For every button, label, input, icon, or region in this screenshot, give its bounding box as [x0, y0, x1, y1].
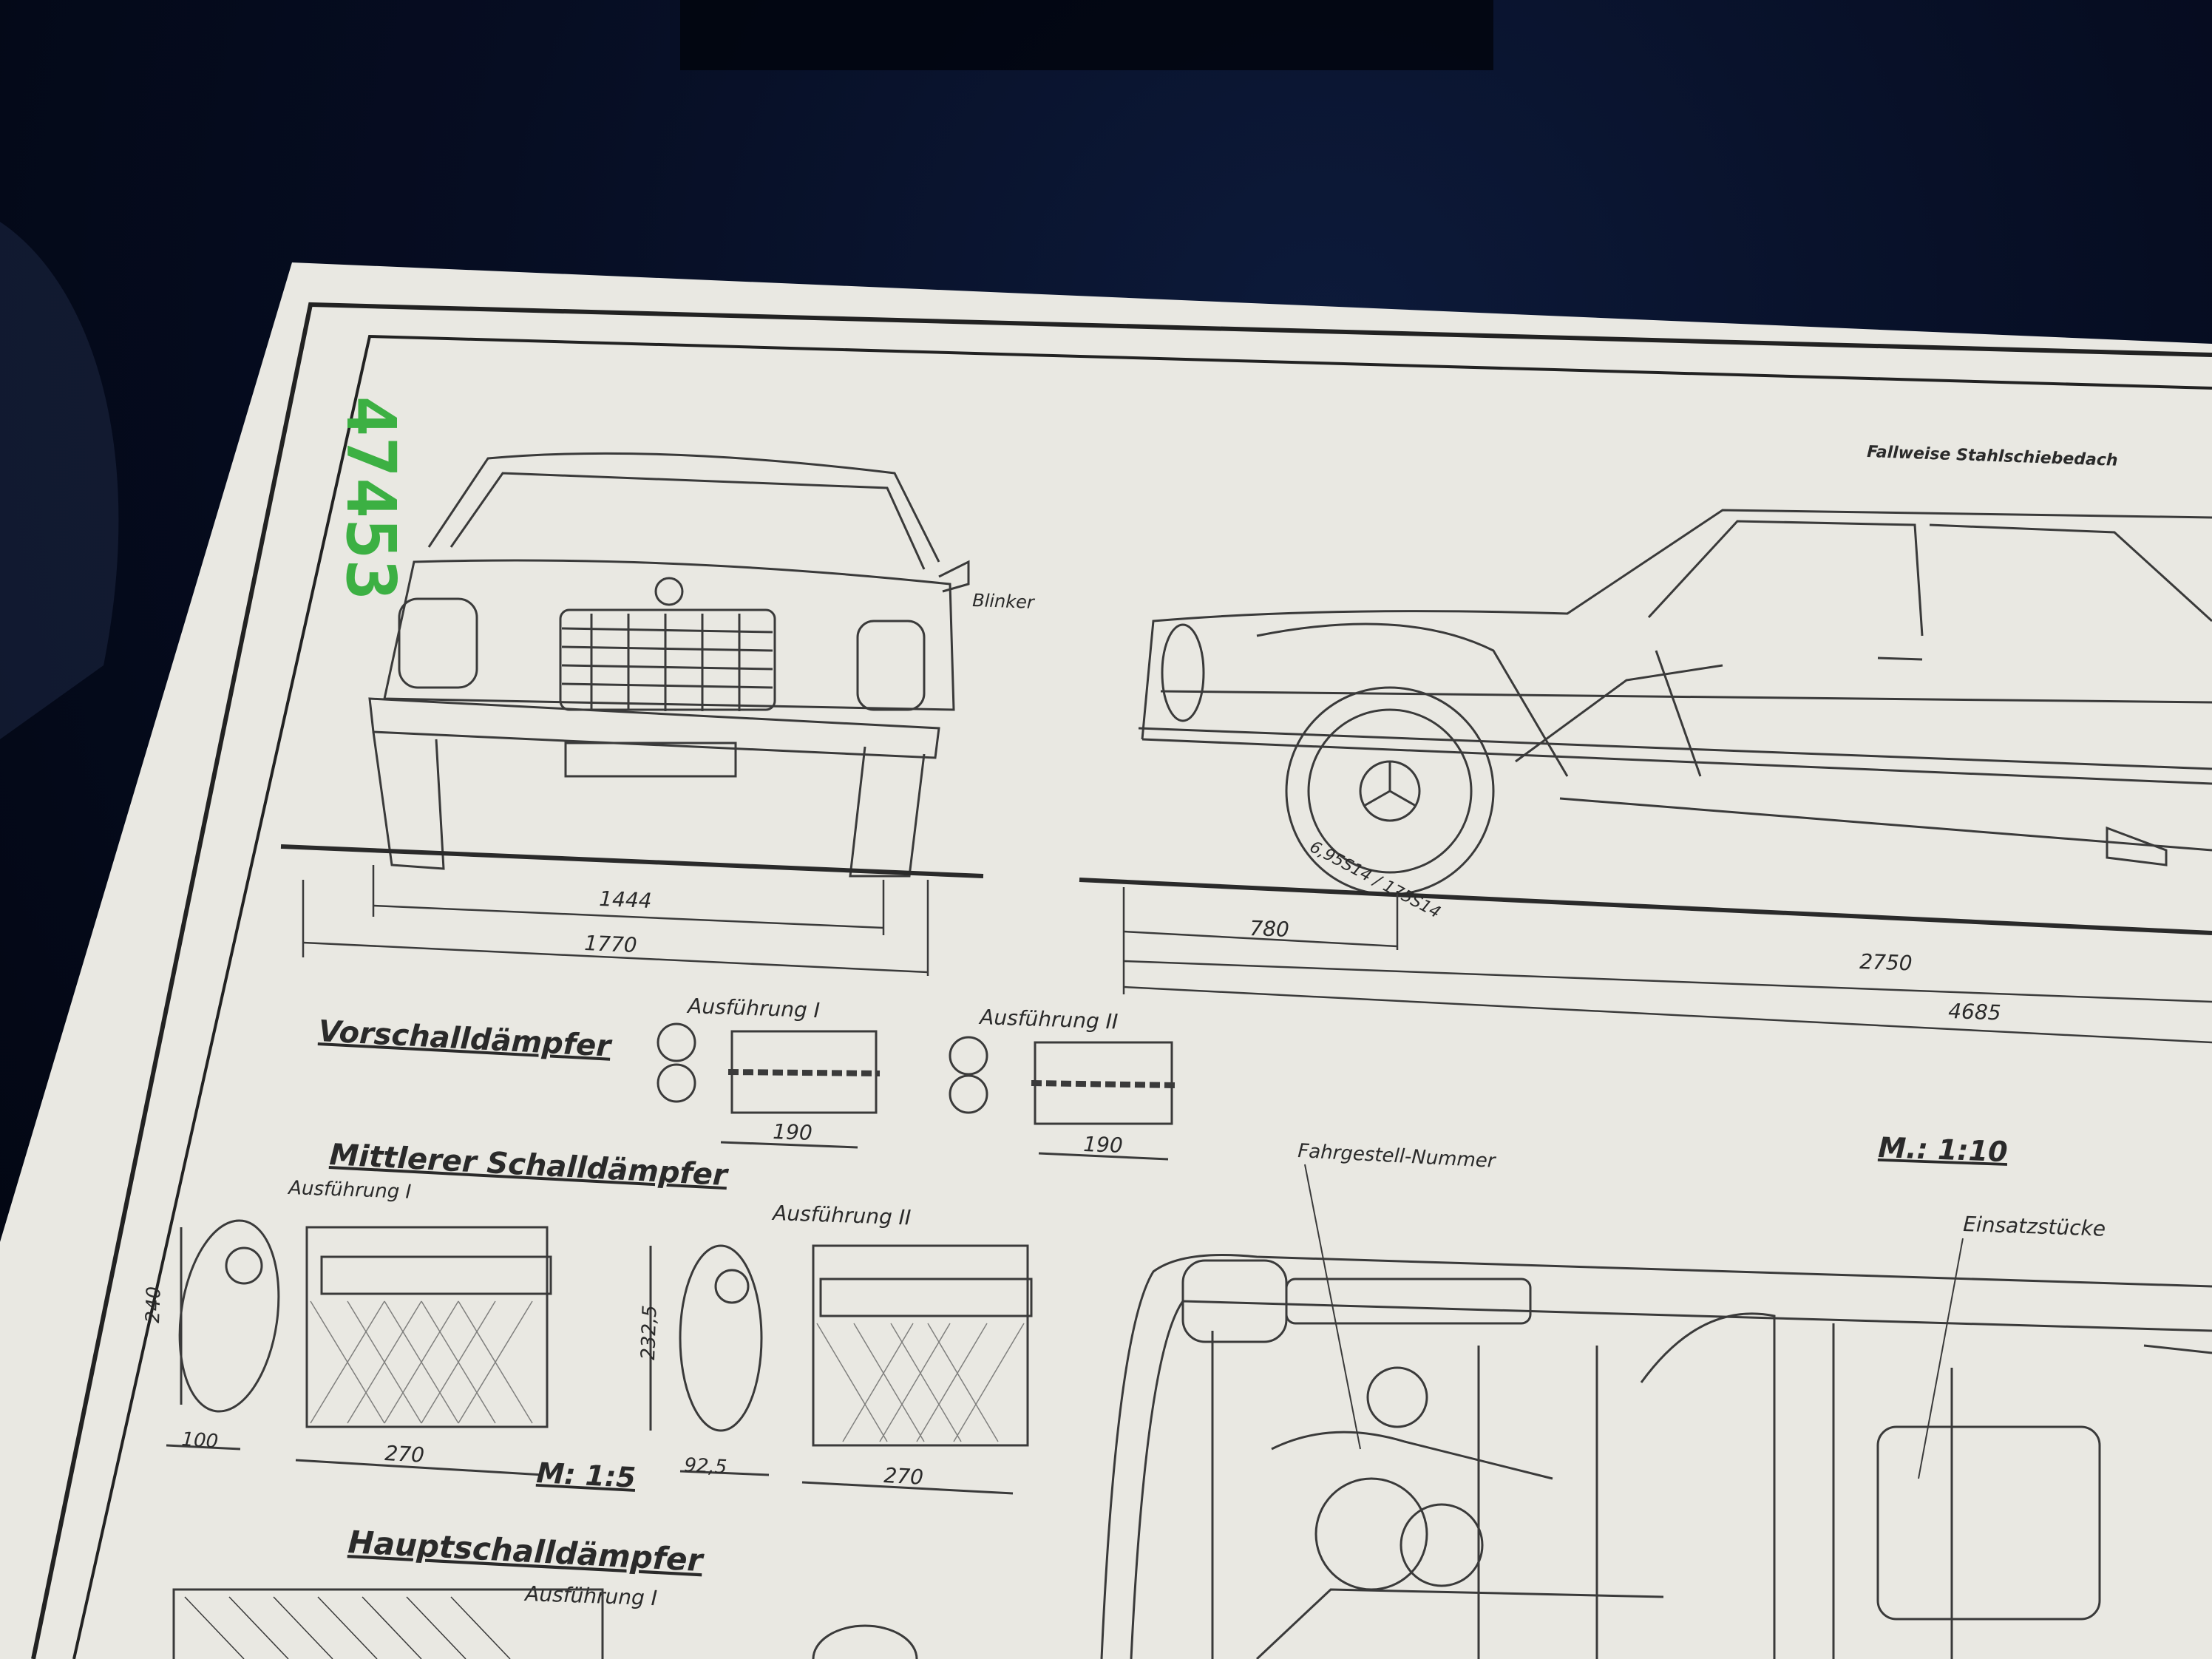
mid-muffler-hatching	[310, 1300, 1025, 1442]
chassis-drawing	[1100, 1254, 2212, 1659]
pre-muffler-drawings	[657, 1022, 1176, 1161]
mid-w2: 92,5	[684, 1454, 727, 1479]
mid-muffler-drawings	[166, 1219, 1033, 1495]
mid-len2: 270	[883, 1463, 924, 1490]
main-muffler-v1-label: Ausführung I	[523, 1581, 658, 1610]
side-dimension-lines	[1122, 887, 2212, 1044]
mid-muffler-v1-label: Ausführung I	[287, 1177, 412, 1204]
dim-2750: 2750	[1859, 949, 1913, 975]
chassis-number-leader	[1304, 1164, 1361, 1450]
pre-muffler-v2-label: Ausführung II	[978, 1005, 1119, 1034]
front-view-drawing	[368, 452, 970, 878]
inserts-leader	[1918, 1238, 1964, 1479]
pre-muffler-v1-label: Ausführung I	[686, 994, 821, 1022]
stamp-number: 47453	[331, 396, 410, 600]
mid-h2: 232,5	[637, 1305, 662, 1360]
mid-w1: 100	[181, 1428, 220, 1453]
front-ground-line	[280, 844, 984, 878]
dim-4685: 4685	[1948, 999, 2001, 1025]
mid-muffler-v2-label: Ausführung II	[771, 1201, 912, 1230]
blueprint-sheet: 47453	[0, 262, 2212, 1659]
dim-1444: 1444	[599, 886, 653, 913]
mid-len1: 270	[384, 1441, 425, 1468]
side-ground-line	[1079, 878, 2212, 935]
scale-1-5: M: 1:5	[536, 1456, 637, 1494]
mid-h1: 240	[142, 1286, 166, 1324]
scale-1-10: M.: 1:10	[1878, 1131, 2009, 1168]
paper	[0, 262, 2212, 1659]
dim-780: 780	[1249, 916, 1290, 942]
side-view-drawing	[1138, 509, 2212, 896]
main-muffler-drawing	[172, 1588, 918, 1659]
pre-len-2: 190	[1083, 1132, 1124, 1158]
front-dimension-lines	[302, 865, 929, 976]
blinker-label: Blinker	[972, 590, 1037, 613]
frame-border-outer	[31, 302, 2212, 1659]
background-shadow	[680, 0, 1493, 70]
inserts-label: Einsatzstücke	[1963, 1212, 2106, 1241]
frame-border-inner	[72, 334, 2212, 1659]
pre-len-1: 190	[773, 1119, 813, 1145]
dim-1770: 1770	[584, 931, 638, 957]
background-reflection	[0, 222, 119, 739]
